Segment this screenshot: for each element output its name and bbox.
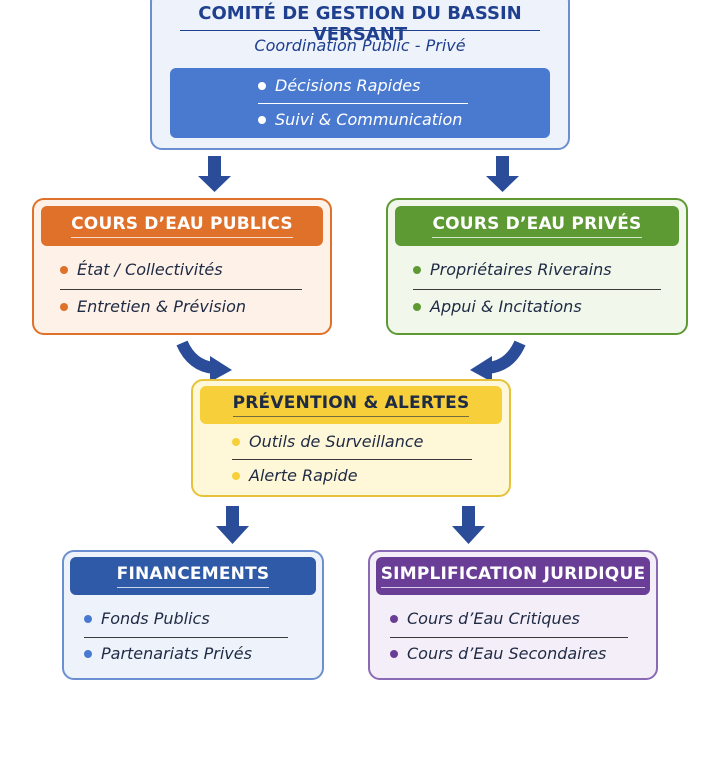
top-subtitle: Coordination Public - Privé	[254, 36, 466, 55]
legal-title: SIMPLIFICATION JURIDIQUE	[380, 564, 646, 588]
financing-item: Fonds Publics	[84, 609, 210, 628]
bullet-icon	[60, 302, 68, 311]
bullet-icon	[84, 614, 92, 623]
prevention-item-rule	[232, 459, 472, 460]
prevention-header: PRÉVENTION & ALERTES	[200, 386, 502, 424]
top-title: COMITÉ DE GESTION DU BASSIN VERSANT	[198, 3, 522, 45]
prevention-item: Outils de Surveillance	[232, 432, 424, 451]
top-item-label: Décisions Rapides	[275, 76, 421, 95]
financing-title: FINANCEMENTS	[116, 564, 270, 588]
top-item: Décisions Rapides	[258, 76, 420, 95]
public-item-label: État / Collectivités	[77, 260, 223, 279]
arrow-top-to-public	[198, 156, 231, 192]
private-item: Appui & Incitations	[413, 297, 582, 316]
private-title: COURS D’EAU PRIVÉS	[432, 214, 642, 238]
prevention-item-label: Alerte Rapide	[249, 466, 358, 485]
financing-item-rule	[84, 637, 288, 638]
bullet-icon	[60, 265, 68, 274]
legal-header: SIMPLIFICATION JURIDIQUE	[376, 557, 650, 595]
top-item: Suivi & Communication	[258, 110, 462, 129]
public-item: Entretien & Prévision	[60, 297, 246, 316]
legal-item-rule	[390, 637, 628, 638]
private-item: Propriétaires Riverains	[413, 260, 612, 279]
legal-item: Cours d’Eau Secondaires	[390, 644, 606, 663]
bullet-icon	[413, 265, 421, 274]
bullet-icon	[232, 437, 240, 446]
private-header: COURS D’EAU PRIVÉS	[395, 206, 679, 246]
public-title: COURS D’EAU PUBLICS	[71, 214, 293, 238]
bullet-icon	[84, 649, 92, 658]
legal-item: Cours d’Eau Critiques	[390, 609, 580, 628]
arrow-top-to-private	[486, 156, 519, 192]
bullet-icon	[258, 115, 266, 124]
public-item: État / Collectivités	[60, 260, 223, 279]
bullet-icon	[390, 614, 398, 623]
financing-item-label: Fonds Publics	[101, 609, 210, 628]
private-item-rule	[413, 289, 661, 290]
legal-item-label: Cours d’Eau Critiques	[407, 609, 580, 628]
arrow-public-to-prevention	[176, 340, 232, 382]
financing-header: FINANCEMENTS	[70, 557, 316, 595]
prevention-title: PRÉVENTION & ALERTES	[232, 393, 470, 417]
bullet-icon	[258, 81, 266, 90]
private-item-label: Appui & Incitations	[430, 297, 582, 316]
public-item-label: Entretien & Prévision	[77, 297, 246, 316]
bullet-icon	[390, 649, 398, 658]
top-title-rule	[180, 30, 540, 31]
arrow-private-to-prevention	[470, 340, 526, 382]
legal-item-label: Cours d’Eau Secondaires	[407, 644, 607, 663]
bullet-icon	[413, 302, 421, 311]
top-item-rule	[258, 103, 468, 104]
bullet-icon	[232, 471, 240, 480]
private-item-label: Propriétaires Riverains	[430, 260, 612, 279]
top-item-label: Suivi & Communication	[275, 110, 463, 129]
financing-item-label: Partenariats Privés	[101, 644, 252, 663]
financing-item: Partenariats Privés	[84, 644, 252, 663]
public-item-rule	[60, 289, 302, 290]
public-header: COURS D’EAU PUBLICS	[41, 206, 323, 246]
arrow-prevention-to-financing	[216, 506, 249, 544]
arrow-prevention-to-legal	[452, 506, 485, 544]
prevention-item: Alerte Rapide	[232, 466, 358, 485]
prevention-item-label: Outils de Surveillance	[249, 432, 424, 451]
